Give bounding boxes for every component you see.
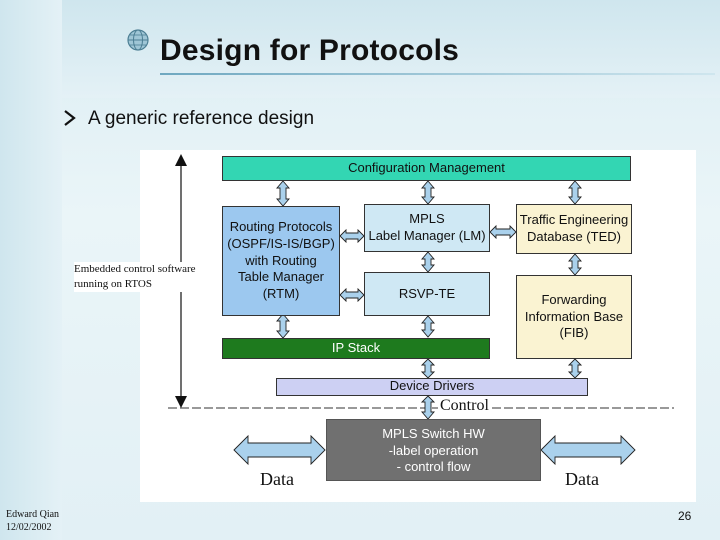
- config-management-box: Configuration Management: [222, 156, 631, 181]
- ted-box: Traffic Engineering Database (TED): [516, 204, 632, 254]
- mpls-label-manager-box: MPLS Label Manager (LM): [364, 204, 490, 252]
- left-band: [0, 0, 62, 540]
- ip-stack-box: IP Stack: [222, 338, 490, 359]
- config-management-label: Configuration Management: [348, 160, 505, 176]
- arrow-routing-mpls: [339, 228, 365, 244]
- ted-line-1: Traffic Engineering: [519, 212, 629, 228]
- mpls-line-2: Label Manager (LM): [368, 228, 486, 243]
- arrow-ted-fib: [568, 253, 582, 276]
- bullet-text: A generic reference design: [88, 108, 315, 129]
- arrow-mpls-ted: [489, 224, 517, 240]
- data-left-label: Data: [260, 469, 294, 489]
- switch-line-3: - control flow: [396, 459, 471, 475]
- page-number: 26: [678, 509, 692, 523]
- mpls-switch-hw-box: MPLS Switch HW -label operation - contro…: [326, 419, 541, 481]
- fib-line-2: Information Base: [524, 308, 624, 324]
- switch-line-1: MPLS Switch HW: [382, 426, 485, 441]
- arrow-data-right: [540, 434, 636, 466]
- slide-date: 12/02/2002: [6, 522, 52, 533]
- arrow-config-mpls: [421, 180, 435, 205]
- routing-line-2: (OSPF/IS-IS/BGP): [227, 236, 335, 252]
- arrow-routing-ipstack: [276, 313, 290, 339]
- arrow-routing-rsvp: [339, 287, 365, 303]
- arrow-data-left: [233, 434, 326, 466]
- device-drivers-box: Device Drivers: [276, 378, 588, 396]
- arrow-mpls-rsvp: [421, 251, 435, 273]
- arrow-ipstack-drivers: [420, 358, 436, 379]
- rsvp-te-box: RSVP-TE: [364, 272, 490, 316]
- fib-line-3: (FIB): [559, 325, 589, 341]
- fib-line-1: Forwarding: [541, 292, 607, 308]
- routing-line-1: Routing Protocols: [229, 219, 333, 235]
- routing-protocols-box: Routing Protocols (OSPF/IS-IS/BGP) with …: [222, 206, 340, 316]
- author-name: Edward Qian: [6, 509, 60, 520]
- slide-title: Design for Protocols: [160, 34, 460, 67]
- title-divider: [160, 73, 715, 75]
- arrow-fib-drivers: [567, 358, 583, 379]
- arrow-config-ted: [568, 180, 582, 205]
- data-right-label: Data: [565, 469, 599, 489]
- routing-line-3: with Routing: [245, 252, 317, 268]
- switch-line-2: -label operation: [388, 442, 479, 458]
- fib-box: Forwarding Information Base (FIB): [516, 275, 632, 359]
- embedded-line-1: Embedded control software: [74, 263, 196, 275]
- globe-icon: [127, 29, 149, 51]
- control-label: Control: [438, 397, 491, 415]
- header-band: [0, 0, 720, 98]
- arrow-config-routing: [276, 180, 290, 207]
- embedded-software-label: Embedded control software running on RTO…: [74, 262, 196, 292]
- ted-line-2: Database (TED): [527, 229, 621, 244]
- mpls-line-1: MPLS: [409, 211, 445, 227]
- rsvp-te-label: RSVP-TE: [398, 285, 456, 301]
- arrow-rsvp-ipstack: [421, 315, 435, 338]
- bullet-arrow-icon: [64, 110, 76, 126]
- footer-info: Edward Qian 12/02/2002: [6, 508, 59, 534]
- routing-line-4: Table Manager: [238, 269, 324, 285]
- device-drivers-label: Device Drivers: [389, 378, 475, 394]
- ip-stack-label: IP Stack: [331, 340, 381, 356]
- embedded-line-2: running on RTOS: [74, 278, 152, 290]
- routing-line-5: (RTM): [262, 285, 300, 301]
